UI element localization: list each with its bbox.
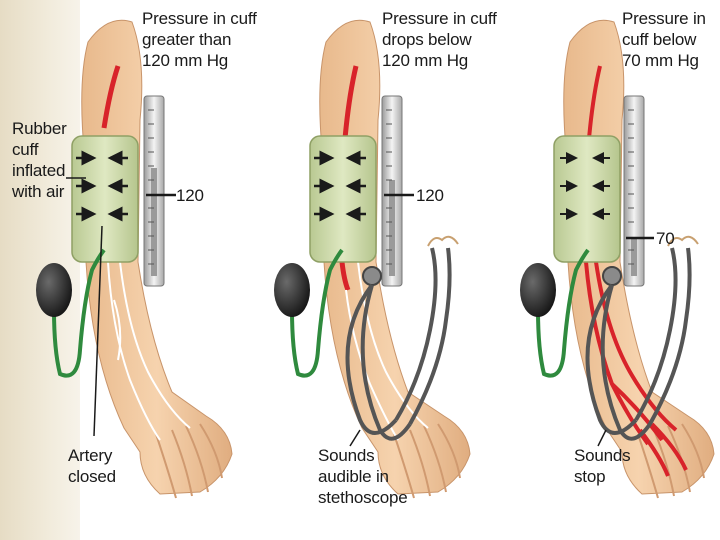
hand-panel-3: [637, 423, 705, 499]
stethoscope-panel-2: [345, 247, 452, 441]
sounds-label-pointer-panel-3: [597, 429, 607, 447]
panel-2: [274, 19, 471, 499]
panel-3-gauge-reading: 70: [656, 229, 675, 248]
pump-bulb-panel-1: [36, 263, 72, 317]
cuff-arrows-panel-3: [560, 152, 610, 220]
bulb-tube-panel-1: [52, 248, 106, 378]
mercury-column-panel-2: [389, 180, 395, 276]
gauge-ticks-panel-2: [386, 109, 392, 265]
panel-1-title: Pressure in cuff greater than 120 mm Hg: [142, 9, 257, 70]
stethoscope-earpieces-panel-3: [667, 235, 699, 247]
cuff-label: Rubber cuff inflated with air: [12, 119, 67, 201]
panel-3-title: Pressure in cuff below 70 mm Hg: [622, 9, 706, 70]
left-decorative-band: [0, 0, 80, 540]
panel-3: [520, 19, 715, 499]
panel-2-title: Pressure in cuff drops below 120 mm Hg: [382, 9, 497, 70]
mercury-column-panel-3: [631, 238, 637, 276]
hand-panel-1: [155, 423, 223, 499]
panel-2-bottom-label: Sounds audible in stethoscope: [318, 446, 408, 507]
bulb-tube-panel-2: [290, 248, 344, 378]
panel-3-bottom-label: Sounds stop: [574, 446, 631, 486]
pump-bulb-panel-3: [520, 263, 556, 317]
artery-panel-1: [101, 65, 121, 129]
cuff-panel-2: [309, 135, 377, 263]
cuff-panel-3: [553, 135, 621, 263]
cuff-arrows-panel-1: [76, 150, 128, 222]
veins-panel-1: [107, 261, 191, 441]
bulb-tube-panel-3: [536, 248, 590, 378]
gauge-ticks-panel-1: [148, 109, 154, 265]
gauge-ticks-panel-3: [628, 109, 634, 265]
sounds-label-pointer-panel-2: [349, 429, 361, 447]
artery-label-pointer: [93, 225, 103, 437]
stethoscope-panel-3: [585, 247, 692, 441]
panel-1: [36, 19, 233, 499]
panel-2-gauge-reading: 120: [416, 186, 444, 205]
pump-bulb-panel-2: [274, 263, 310, 317]
panel-1-gauge-reading: 120: [176, 186, 204, 205]
stethoscope-earpieces-panel-2: [427, 235, 459, 247]
cuff-arrows-panel-2: [314, 150, 366, 222]
hand-panel-2: [393, 423, 461, 499]
panel-1-bottom-label: Artery closed: [68, 446, 116, 486]
cuff-panel-1: [71, 135, 139, 263]
